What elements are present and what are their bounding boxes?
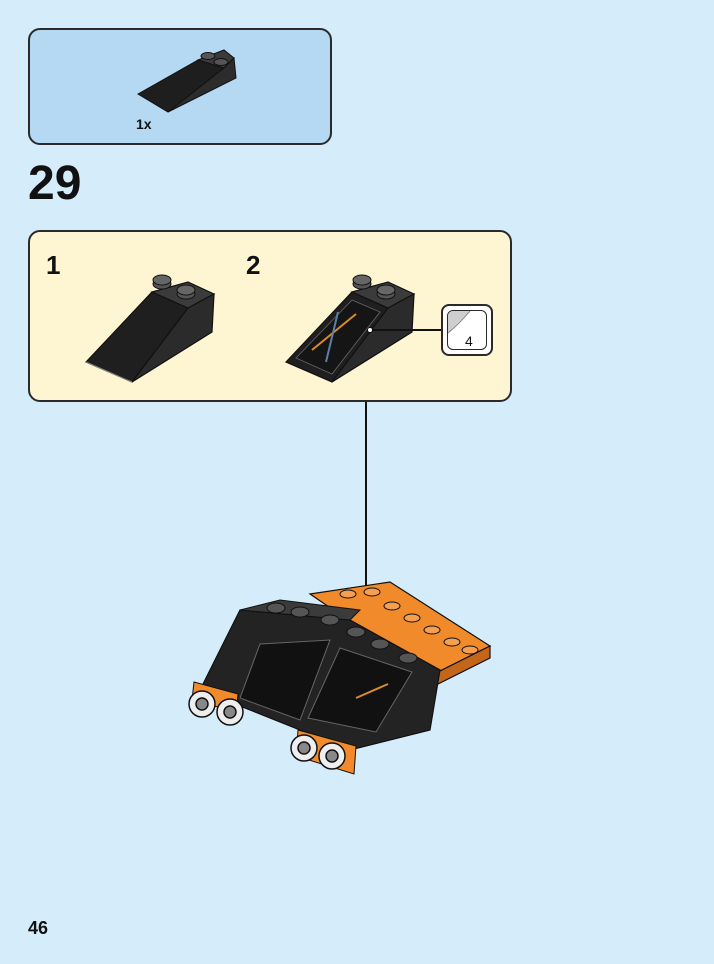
page-number: 46 (28, 918, 49, 938)
part-quantity: 1x (136, 116, 152, 132)
black-slope-brick-icon (84, 274, 216, 383)
substep-number-2: 2 (246, 250, 261, 280)
model-assembly-illustration (188, 581, 492, 775)
sticker-callout: 4 (441, 304, 493, 356)
substep-box: 1 2 (28, 230, 512, 402)
parts-list-box: 1x (28, 28, 332, 145)
black-slope-brick-icon (137, 49, 237, 113)
sticker-number: 4 (465, 333, 473, 349)
black-slope-brick-with-sticker-icon (284, 274, 416, 383)
sticker-icon: 4 (447, 310, 487, 350)
step-number: 29 (28, 157, 82, 210)
substep-number-1: 1 (46, 250, 61, 280)
